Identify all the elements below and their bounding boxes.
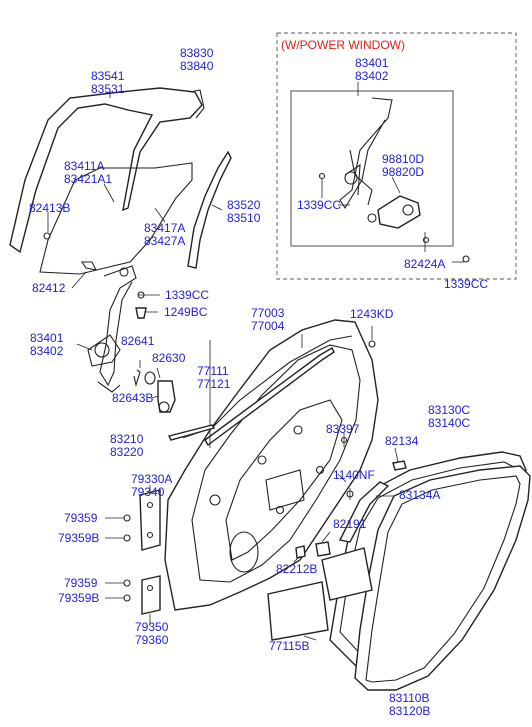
label-handle-washer: 82630 — [152, 351, 186, 365]
label-pw-screw2: 1339CC — [444, 277, 489, 291]
manual-regulator-drawing — [87, 265, 137, 393]
label-seal: 83134A — [399, 488, 441, 502]
door-panel-drawing — [164, 319, 379, 611]
label-grommet: 82191 — [333, 517, 367, 531]
label-pw-bolt: 82424A — [404, 257, 446, 271]
label-cap: 82212B — [276, 562, 318, 576]
label-clip: 82134 — [385, 434, 419, 448]
sash-drawing — [9, 87, 205, 254]
label-handle-clip: 82641 — [121, 334, 155, 348]
channel-drawing — [187, 150, 232, 269]
power-window-title: (W/POWER WINDOW) — [281, 38, 405, 52]
label-bolt-a1: 79359 — [64, 511, 98, 525]
label-rivet: 82412 — [32, 281, 66, 295]
power-window-box — [276, 32, 517, 280]
label-glass-clip: 82413B — [29, 201, 71, 215]
label-bolt-b2: 79359B — [58, 591, 100, 605]
label-regulator-bolt: 1249BC — [164, 305, 208, 319]
label-handle: 82643B — [112, 391, 154, 405]
label-tape: 77115B — [269, 639, 310, 653]
power-regulator-drawing — [339, 97, 421, 229]
label-screw-1140: 1140NF — [333, 468, 375, 482]
label-pw-screw: 1339CC — [297, 198, 342, 212]
power-window-inner-box — [290, 90, 454, 247]
label-bolt-a2: 79359 — [64, 576, 98, 590]
label-bolt-b1: 79359B — [58, 531, 100, 545]
label-stop-bolt: 1243KD — [350, 307, 394, 321]
glass-drawing — [39, 162, 193, 275]
label-regulator-screw: 1339CC — [165, 288, 210, 302]
label-plug: 83397 — [326, 422, 360, 436]
